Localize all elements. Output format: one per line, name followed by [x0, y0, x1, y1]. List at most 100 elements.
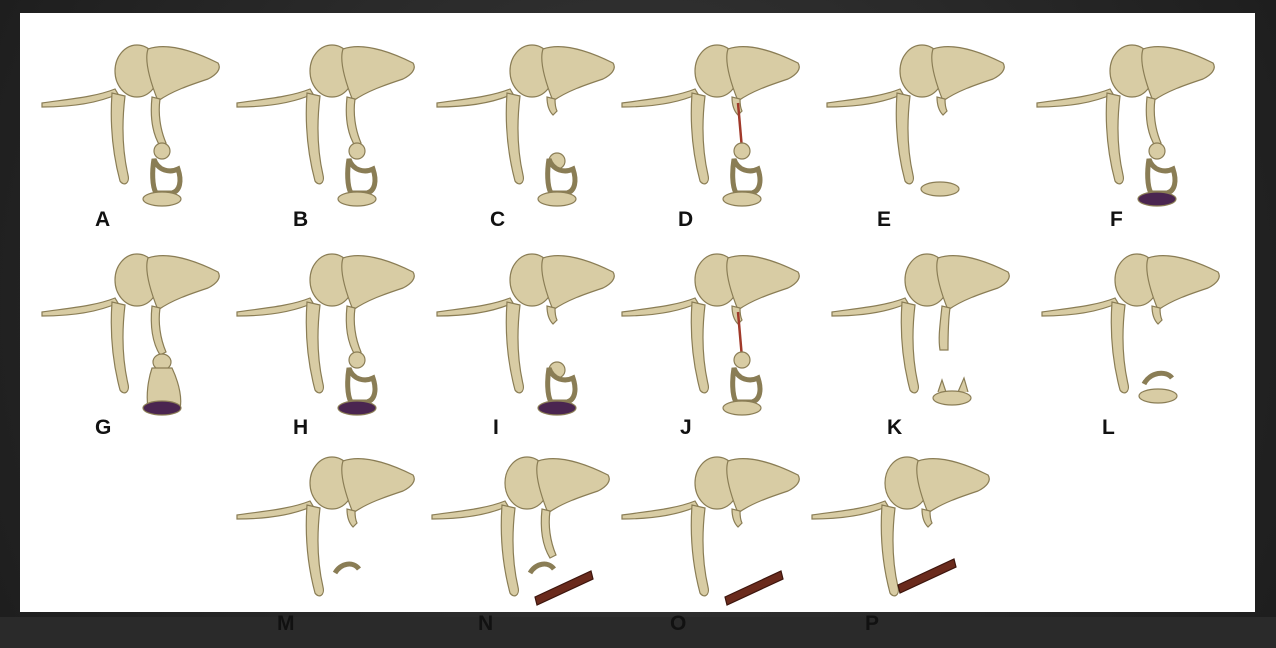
ossicle-illustration — [40, 250, 230, 420]
ossicle-group — [827, 45, 1004, 196]
ossicle-group — [237, 254, 414, 415]
panel-g: G — [40, 250, 230, 445]
malleus-process — [237, 298, 313, 316]
malleus-handle — [881, 505, 898, 596]
incus-long-process — [541, 509, 556, 558]
panel-label: A — [95, 209, 110, 230]
incus-body — [147, 47, 220, 101]
panel-a: A — [40, 41, 230, 236]
incus-body — [1147, 256, 1220, 310]
stapes-head — [1149, 143, 1165, 159]
ossicle-illustration — [40, 41, 230, 211]
malleus-process — [827, 89, 903, 107]
incus-body — [937, 256, 1010, 310]
incus-long-process — [346, 306, 361, 355]
ossicle-illustration — [825, 41, 1015, 211]
ossicle-illustration — [235, 41, 425, 211]
incus-body — [542, 47, 615, 101]
panel-label: I — [493, 417, 499, 438]
incus-body — [1142, 47, 1215, 101]
ossicle-group — [622, 457, 799, 605]
incus-body — [542, 256, 615, 310]
malleus-handle — [896, 93, 913, 184]
malleus-handle — [506, 302, 523, 393]
stapes-arch — [1144, 373, 1172, 384]
footplate — [538, 192, 576, 206]
panel-label: H — [293, 417, 308, 438]
incus-stub — [732, 306, 742, 324]
incus-stub — [547, 306, 557, 324]
malleus-handle — [306, 302, 323, 393]
footplate — [921, 182, 959, 196]
ossicle-group — [622, 45, 799, 206]
footplate — [1138, 192, 1176, 206]
malleus-process — [812, 501, 888, 519]
footplate — [143, 192, 181, 206]
ossicle-illustration — [620, 453, 810, 623]
panel-j: J — [620, 250, 810, 445]
footplate — [933, 391, 971, 405]
panel-k: K — [830, 250, 1020, 445]
incus-body — [342, 47, 415, 101]
stapes-head — [734, 143, 750, 159]
incus-stub — [1152, 306, 1162, 324]
panel-i: I — [435, 250, 625, 445]
malleus-handle — [501, 505, 518, 596]
ossicle-group — [42, 254, 219, 415]
incus-body — [537, 459, 610, 513]
ossicle-illustration — [1040, 250, 1230, 420]
panel-b: B — [235, 41, 425, 236]
incus-long-process — [346, 97, 361, 146]
panel-label: E — [877, 209, 891, 230]
malleus-handle — [691, 93, 708, 184]
malleus-process — [42, 89, 118, 107]
footplate — [338, 401, 376, 415]
ossicle-group — [237, 45, 414, 206]
malleus-process — [437, 89, 513, 107]
malleus-handle — [111, 93, 128, 184]
footplate — [143, 401, 181, 415]
panel-label: L — [1102, 417, 1115, 438]
ossicle-group — [42, 45, 219, 206]
incus-stub — [347, 509, 357, 527]
stapes-arch — [733, 368, 760, 402]
stapes-head — [349, 143, 365, 159]
ossicle-group — [1037, 45, 1214, 206]
incus-long-process — [939, 306, 950, 350]
stapes-arch — [335, 564, 359, 573]
ossicle-group — [832, 254, 1009, 405]
bar-prosthesis — [725, 571, 783, 605]
malleus-process — [1042, 298, 1118, 316]
footplate — [338, 192, 376, 206]
footplate — [723, 192, 761, 206]
stapes-head — [154, 143, 170, 159]
malleus-handle — [691, 302, 708, 393]
malleus-handle — [506, 93, 523, 184]
malleus-process — [437, 298, 513, 316]
panel-label: J — [680, 417, 692, 438]
ossicle-illustration — [830, 250, 1020, 420]
incus-body — [727, 459, 800, 513]
ossicle-illustration — [1035, 41, 1225, 211]
ossicle-illustration — [235, 453, 425, 623]
incus-long-process — [151, 97, 166, 146]
stapes-arch — [733, 159, 760, 193]
figure-panel: ABCDEFGHIJKLMNOP — [20, 13, 1255, 612]
incus-long-process — [151, 306, 166, 355]
panel-l: L — [1040, 250, 1230, 445]
panel-c: C — [435, 41, 625, 236]
ossicle-illustration — [435, 250, 625, 420]
ossicle-illustration — [620, 250, 810, 420]
panel-h: H — [235, 250, 425, 445]
panel-label: M — [277, 613, 295, 634]
ossicle-group — [437, 254, 614, 415]
panel-label: B — [293, 209, 308, 230]
incus-stub — [547, 97, 557, 115]
panel-o: O — [620, 453, 810, 648]
ossicle-illustration — [435, 41, 625, 211]
ossicle-group — [812, 457, 989, 596]
panel-label: D — [678, 209, 693, 230]
malleus-process — [622, 501, 698, 519]
ossicle-group — [622, 254, 799, 415]
malleus-process — [237, 89, 313, 107]
